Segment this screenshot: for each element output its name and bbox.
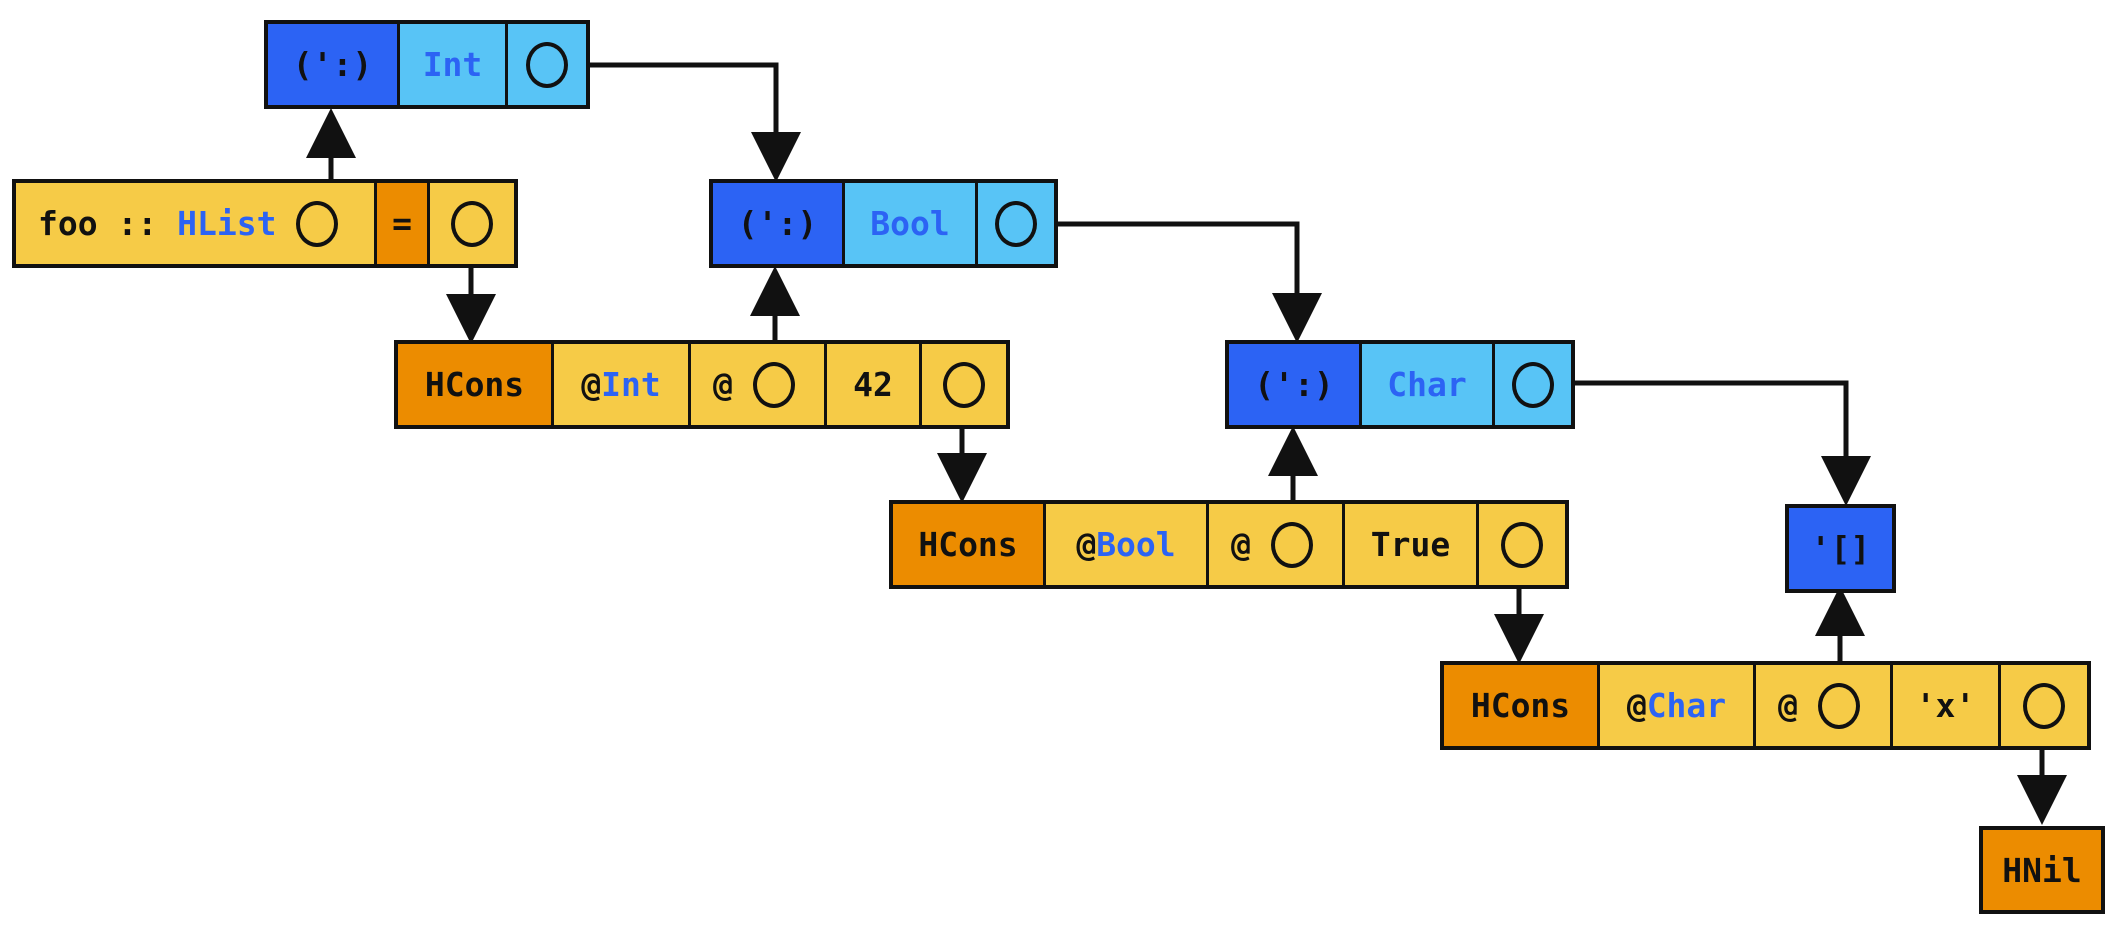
value-pointer-cell	[427, 183, 514, 264]
type-application: @Bool	[1043, 504, 1206, 585]
hcons-int: HCons @Int @ 42	[394, 340, 1010, 429]
type-cons-bool: (':) Bool	[709, 179, 1058, 268]
term-nil: HNil	[1979, 826, 2105, 914]
type-cons-label: (':)	[1229, 344, 1359, 425]
type-elem-label: Bool	[842, 183, 975, 264]
value-cell: True	[1342, 504, 1476, 585]
declaration-cell: foo :: HList	[16, 183, 374, 264]
type-pointer-cell: @	[688, 344, 824, 425]
decl-name: foo	[38, 204, 98, 243]
type-app-name: Int	[601, 365, 661, 404]
tail-pointer-cell	[505, 24, 586, 105]
pointer-circle-icon	[1501, 521, 1543, 568]
type-nil-label: '[]	[1789, 508, 1892, 589]
arrow-bool-tail	[1036, 221, 1322, 343]
at-sign: @	[1231, 525, 1251, 564]
type-app-name: Char	[1646, 686, 1727, 725]
at-sign: @	[713, 365, 733, 404]
at-sign: @	[1076, 525, 1097, 564]
hcons-char: HCons @Char @ 'x'	[1440, 661, 2091, 750]
ctor-label: HCons	[1444, 665, 1597, 746]
pointer-circle-icon	[995, 200, 1037, 247]
term-nil-label: HNil	[1983, 830, 2101, 910]
tail-pointer-cell	[1476, 504, 1565, 585]
tail-pointer-cell	[1998, 665, 2087, 746]
type-cons-label: (':)	[713, 183, 842, 264]
value-cell: 'x'	[1890, 665, 1998, 746]
type-application: @Char	[1597, 665, 1753, 746]
at-sign: @	[1778, 686, 1798, 725]
pointer-circle-icon	[1512, 361, 1554, 408]
type-pointer-cell: @	[1206, 504, 1342, 585]
type-cons-char: (':) Char	[1225, 340, 1575, 429]
hcons-bool: HCons @Bool @ True	[889, 500, 1569, 589]
at-sign: @	[1626, 686, 1647, 725]
type-cons-label: (':)	[268, 24, 397, 105]
equals-cell: =	[374, 183, 427, 264]
pointer-circle-icon	[943, 361, 985, 408]
type-nil: '[]	[1785, 504, 1896, 593]
declaration-row: foo :: HList =	[12, 179, 518, 268]
at-sign: @	[581, 365, 602, 404]
arrow-int-tail	[566, 62, 801, 182]
arrow-char-tail	[1553, 380, 1871, 506]
type-pointer-cell: @	[1753, 665, 1890, 746]
pointer-circle-icon	[526, 41, 568, 88]
pointer-circle-icon	[451, 200, 493, 247]
tail-pointer-cell	[1492, 344, 1571, 425]
pointer-circle-icon	[1817, 682, 1860, 729]
ctor-label: HCons	[893, 504, 1043, 585]
type-elem-label: Int	[397, 24, 505, 105]
tail-pointer-cell	[919, 344, 1006, 425]
pointer-circle-icon	[1270, 521, 1313, 568]
type-app-name: Bool	[1096, 525, 1176, 564]
tail-pointer-cell	[975, 183, 1054, 264]
decl-type: HList	[177, 204, 277, 243]
ctor-label: HCons	[398, 344, 551, 425]
decl-sep: ::	[117, 204, 158, 243]
type-cons-int: (':) Int	[264, 20, 590, 109]
pointer-circle-icon	[2023, 682, 2065, 729]
value-cell: 42	[824, 344, 919, 425]
pointer-circle-icon	[296, 200, 339, 247]
pointer-circle-icon	[752, 361, 795, 408]
type-elem-label: Char	[1359, 344, 1492, 425]
type-application: @Int	[551, 344, 688, 425]
